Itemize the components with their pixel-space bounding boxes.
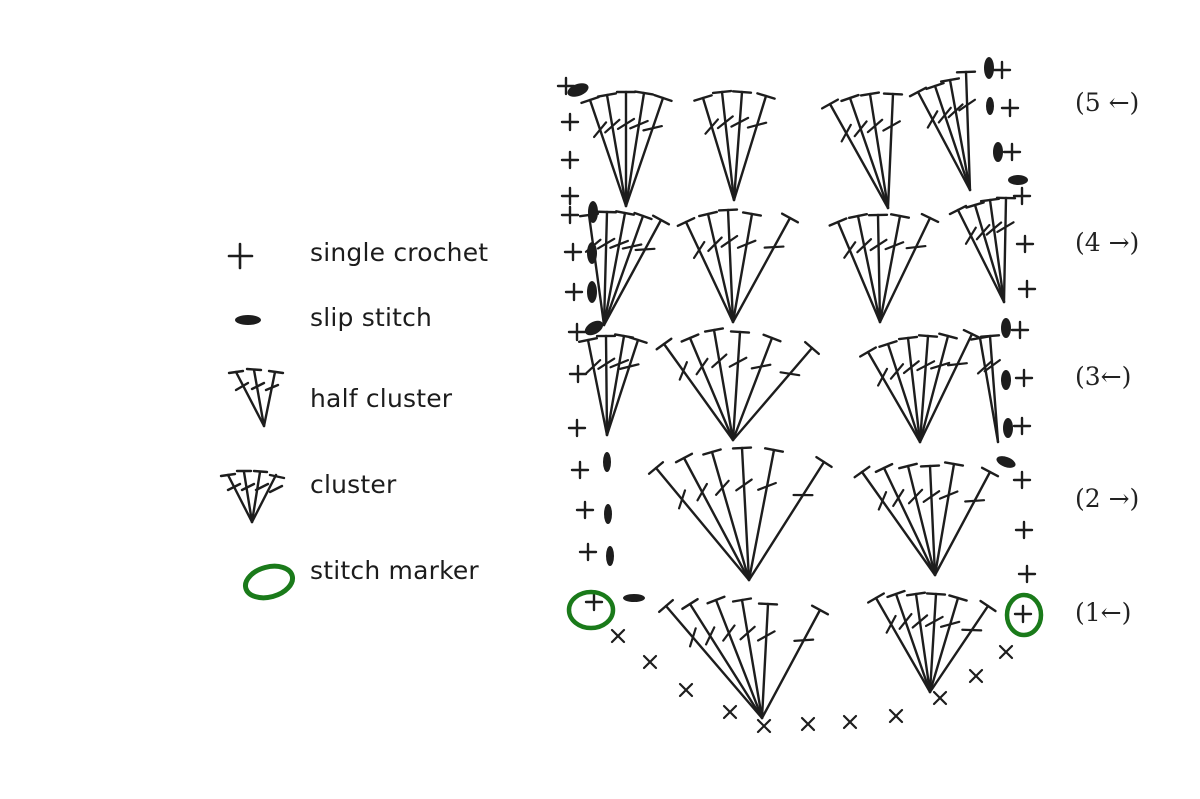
slip-stitch xyxy=(984,57,994,79)
single-crochet-stitch xyxy=(568,364,588,384)
single-crochet-stitch xyxy=(1002,142,1022,162)
single-crochet-stitch xyxy=(560,112,580,132)
single-crochet-stitch xyxy=(1012,416,1032,436)
slip-stitch xyxy=(587,281,597,303)
cluster-stitch xyxy=(577,333,648,437)
row-label-4: (4 →) xyxy=(1075,228,1140,257)
cluster-stitch xyxy=(969,334,1001,444)
single-crochet-stitch xyxy=(556,76,576,96)
cluster-stitch xyxy=(828,212,940,324)
single-crochet-stitch xyxy=(1015,234,1035,254)
cluster-stitch xyxy=(655,327,821,442)
chain-stitch xyxy=(800,716,816,732)
single-crochet-stitch xyxy=(564,282,584,302)
cluster-stitch xyxy=(578,210,671,327)
slip-stitch xyxy=(993,142,1003,162)
slip-stitch xyxy=(603,452,611,472)
row-label-5: (5 ←) xyxy=(1075,88,1140,117)
single-crochet-stitch xyxy=(1013,604,1033,624)
ring-icon xyxy=(242,563,296,601)
single-crochet-stitch xyxy=(567,418,587,438)
single-crochet-stitch xyxy=(560,186,580,206)
legend-label-slip-stitch: slip stitch xyxy=(310,303,433,332)
chain-stitch xyxy=(756,718,772,734)
slip-stitch xyxy=(1003,418,1013,438)
single-crochet-stitch xyxy=(560,150,580,170)
slip-stitch xyxy=(567,83,589,97)
single-crochet-stitch xyxy=(1017,279,1037,299)
chain-stitch xyxy=(678,682,694,698)
stitch-marker-right xyxy=(1004,592,1044,638)
cluster-stitch xyxy=(859,328,982,444)
cluster-stitch xyxy=(676,208,800,324)
single-crochet-stitch xyxy=(1010,320,1030,340)
single-crochet-stitch xyxy=(1012,186,1032,206)
chain-stitch xyxy=(842,714,858,730)
legend-label-stitch-marker: stitch marker xyxy=(310,556,479,585)
row-label-3: (3←) xyxy=(1075,362,1132,391)
single-crochet-stitch xyxy=(560,205,580,225)
plus-icon xyxy=(227,242,254,270)
single-crochet-stitch xyxy=(567,322,587,342)
cluster-stitch xyxy=(820,91,904,210)
legend-label-half-cluster: half cluster xyxy=(310,384,453,413)
slip-stitch xyxy=(986,97,994,115)
row-label-2: (2 →) xyxy=(1075,484,1140,513)
half-cluster-icon xyxy=(227,367,285,428)
single-crochet-stitch xyxy=(1014,520,1034,540)
chain-stitch xyxy=(610,628,626,644)
chain-stitch xyxy=(968,668,984,684)
slip-stitch xyxy=(1008,175,1028,185)
row-label-1: (1←) xyxy=(1075,598,1132,627)
legend-label-cluster: cluster xyxy=(310,470,397,499)
chain-stitch xyxy=(998,644,1014,660)
single-crochet-stitch xyxy=(992,60,1012,80)
slip-stitch xyxy=(604,504,612,524)
slip-stitch xyxy=(584,320,604,336)
stitch-marker-left xyxy=(566,589,616,631)
cluster-stitch xyxy=(580,90,673,208)
single-crochet-stitch xyxy=(570,460,590,480)
legend-label-single-crochet: single crochet xyxy=(310,238,489,267)
cluster-stitch xyxy=(657,595,830,720)
oval-icon xyxy=(235,315,261,325)
single-crochet-stitch xyxy=(1012,470,1032,490)
cluster-stitch xyxy=(948,196,1017,304)
chain-stitch xyxy=(722,704,738,720)
cluster-stitch xyxy=(693,89,776,202)
cluster-stitch xyxy=(866,589,997,694)
single-crochet-stitch xyxy=(575,500,595,520)
cluster-stitch xyxy=(908,70,977,192)
chain-stitch xyxy=(642,654,658,670)
single-crochet-stitch xyxy=(1017,564,1037,584)
single-crochet-stitch xyxy=(563,242,583,262)
single-crochet-stitch xyxy=(1000,98,1020,118)
chain-stitch xyxy=(932,690,948,706)
slip-stitch xyxy=(588,201,598,223)
slip-stitch xyxy=(606,546,614,566)
slip-stitch xyxy=(1001,318,1011,338)
single-crochet-stitch xyxy=(578,542,598,562)
chain-stitch xyxy=(888,708,904,724)
slip-stitch xyxy=(587,242,597,264)
single-crochet-stitch xyxy=(584,592,604,612)
cluster-icon xyxy=(219,469,286,524)
cluster-stitch xyxy=(853,461,1000,577)
slip-stitch xyxy=(623,594,645,602)
slip-stitch xyxy=(996,456,1016,468)
single-crochet-stitch xyxy=(1014,368,1034,388)
slip-stitch xyxy=(1001,370,1011,390)
cluster-stitch xyxy=(647,446,833,582)
